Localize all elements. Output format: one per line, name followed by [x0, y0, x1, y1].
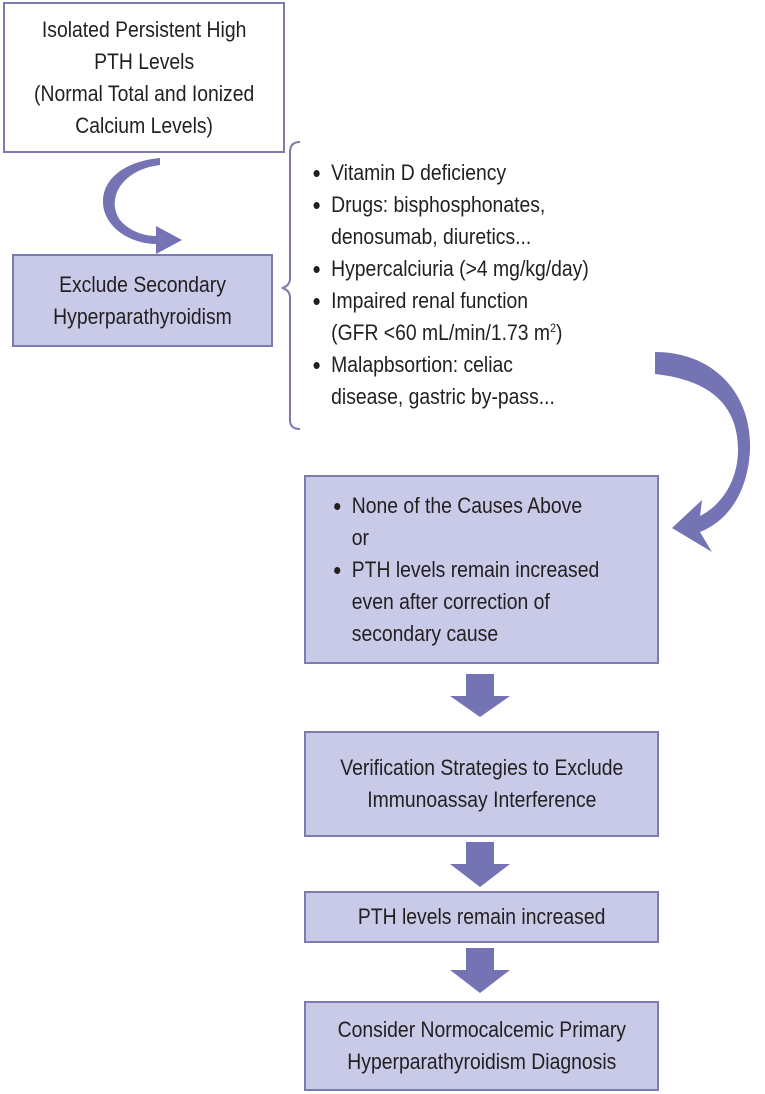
remain-box-line: PTH levels remain increased [357, 904, 606, 929]
brace [281, 141, 301, 430]
cause-text: Hypercalciuria (>4 mg/kg/day) [331, 256, 589, 281]
cause-text: (GFR <60 mL/min/1.73 m [331, 320, 551, 345]
curved-arrow-right [655, 352, 751, 552]
exclude-box-line: Exclude Secondary [59, 271, 226, 297]
cause-item: Drugs: bisphosphonates, [313, 189, 662, 221]
none-box-text: even after correction of [351, 588, 550, 614]
cause-item-continued: (GFR <60 mL/min/1.73 m2) [331, 317, 662, 349]
none-box-text: secondary cause [351, 620, 499, 646]
none-of-causes-box: None of the Causes Above or PTH levels r… [304, 475, 659, 664]
exclude-box-line: Hyperparathyroidism [53, 303, 232, 329]
consider-diagnosis-box: Consider Normocalcemic Primary Hyperpara… [304, 1001, 659, 1091]
start-box: Isolated Persistent High PTH Levels (Nor… [3, 2, 285, 153]
cause-text: Drugs: bisphosphonates, [331, 192, 546, 217]
cause-item: Hypercalciuria (>4 mg/kg/day) [313, 253, 662, 285]
cause-item-continued: disease, gastric by-pass... [331, 381, 662, 413]
down-arrow-3 [450, 948, 510, 993]
verify-box-line: Verification Strategies to Exclude [339, 755, 624, 780]
exclude-secondary-box: Exclude Secondary Hyperparathyroidism [12, 254, 273, 347]
secondary-causes-list: Vitamin D deficiency Drugs: bisphosphona… [310, 157, 662, 413]
cause-text: denosumab, diuretics... [331, 224, 532, 249]
start-box-line: (Normal Total and Ionized [33, 80, 255, 106]
none-box-item-continued: secondary cause [352, 618, 615, 650]
start-box-line: PTH Levels [93, 48, 195, 74]
cause-text: disease, gastric by-pass... [331, 384, 555, 409]
cause-item: Vitamin D deficiency [313, 157, 662, 189]
none-box-text: PTH levels remain increased [351, 556, 600, 582]
cause-text: Vitamin D deficiency [331, 160, 507, 185]
none-box-or: or [352, 522, 615, 554]
cause-item: Malapbsortion: celiac [313, 349, 662, 381]
verification-box: Verification Strategies to Exclude Immun… [304, 731, 659, 837]
cause-item-continued: denosumab, diuretics... [331, 221, 662, 253]
cause-text: ) [555, 320, 563, 345]
consider-box-line: Hyperparathyroidism Diagnosis [346, 1049, 616, 1074]
consider-box-line: Consider Normocalcemic Primary [337, 1017, 626, 1042]
pth-remain-box: PTH levels remain increased [304, 891, 659, 943]
verify-box-line: Immunoassay Interference [366, 787, 597, 812]
none-box-item: PTH levels remain increased [334, 554, 615, 586]
cause-text: Malapbsortion: celiac [331, 352, 513, 377]
none-box-text: None of the Causes Above [351, 492, 583, 518]
start-box-line: Calcium Levels) [75, 112, 213, 138]
down-arrow-2 [450, 842, 510, 887]
cause-item: Impaired renal function [313, 285, 662, 317]
none-box-item: None of the Causes Above [334, 490, 615, 522]
down-arrow-1 [450, 674, 510, 717]
none-box-item-continued: even after correction of [352, 586, 615, 618]
start-box-line: Isolated Persistent High [41, 16, 247, 42]
superscript: 2 [550, 321, 556, 335]
none-box-text: or [351, 524, 369, 550]
curved-arrow-left [102, 158, 182, 254]
cause-text: Impaired renal function [331, 288, 529, 313]
